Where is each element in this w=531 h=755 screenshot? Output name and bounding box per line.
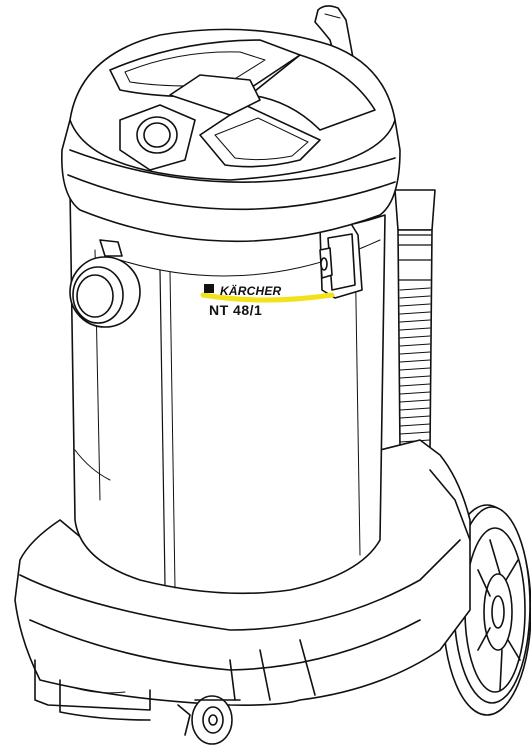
model-name: NT 48/1 [209,302,263,318]
lid [61,28,401,243]
brand-name: KÄRCHER [220,284,282,298]
hose [394,189,436,451]
latch [319,221,363,299]
front-caster [177,695,241,745]
kaercher-logo-icon [204,284,214,293]
brand-label [200,284,335,303]
side-knob [69,239,141,328]
